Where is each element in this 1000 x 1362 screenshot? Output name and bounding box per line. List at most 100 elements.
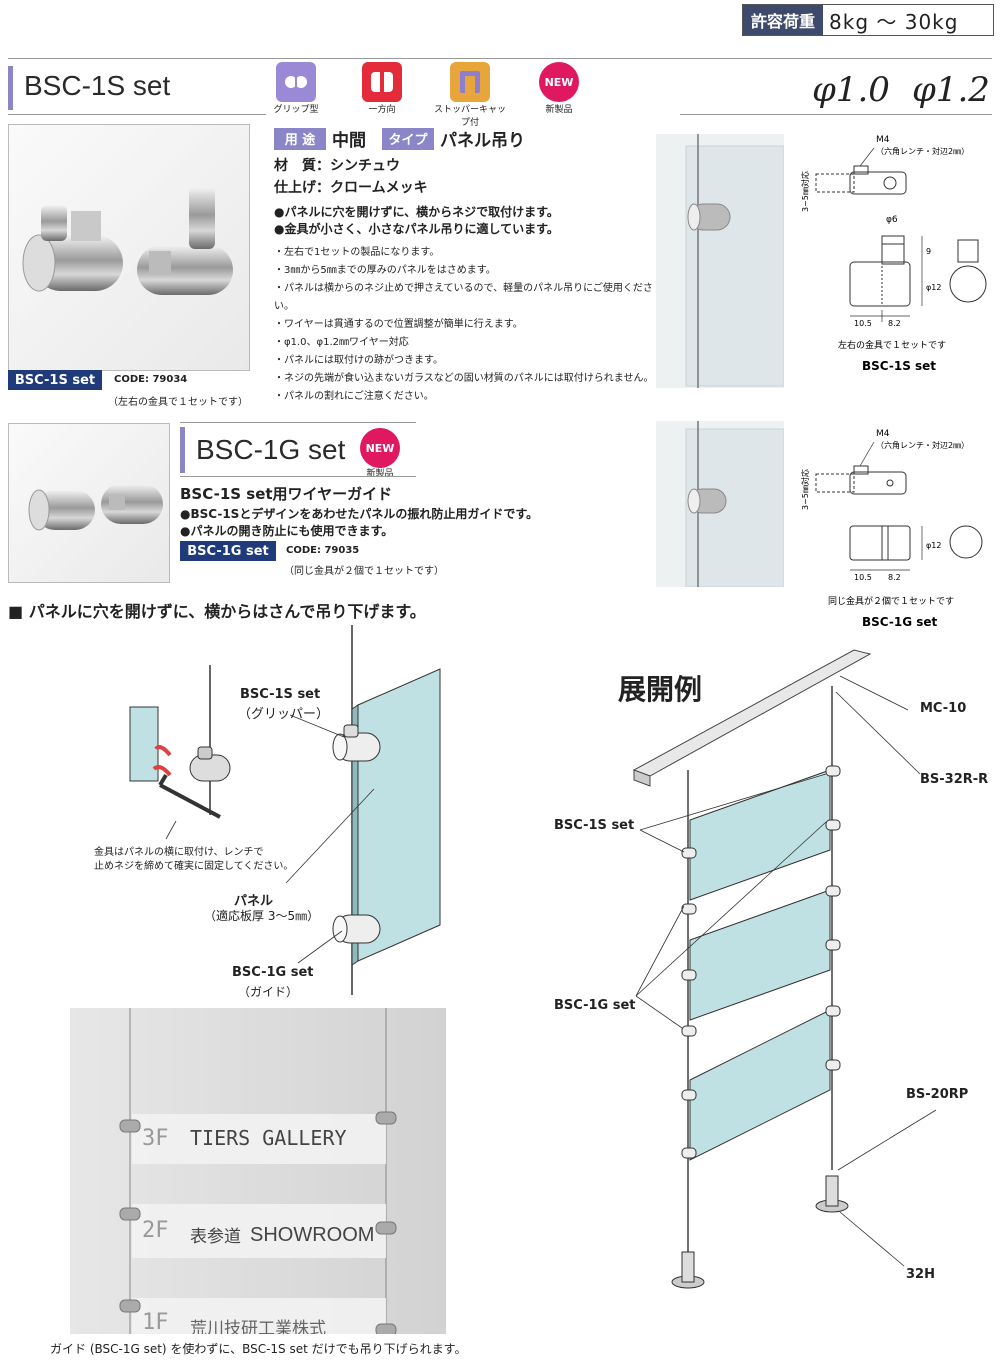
one-way-icon (362, 62, 402, 102)
wrench-label: （六角レンチ・対辺2㎜） (876, 440, 969, 450)
bsc-1g-overline (180, 422, 416, 423)
bsc-1s-product-tag: BSC-1S set (8, 370, 102, 390)
m4-label: M4 (876, 135, 890, 145)
bsc-1s-product-photo (8, 124, 250, 371)
bsc-1s-mounting-photo (656, 134, 785, 388)
bsc-1g-new-badge: NEW (360, 428, 400, 468)
top-divider (8, 58, 992, 59)
wrench-label: （六角レンチ・対辺2㎜） (876, 146, 969, 156)
diameter-1: φ1.0 (812, 70, 890, 110)
feature-bullet-1: ●パネルに穴を開けずに、横からネジで取付けます。 (274, 205, 559, 219)
new-product-icon-group: NEW 新製品 (526, 62, 596, 115)
stopper-cap-icon (450, 62, 490, 102)
sign-1-floor: 3F (142, 1126, 169, 1151)
diameter-underline (680, 114, 992, 115)
bsc-1g-underline (180, 476, 416, 477)
range-label: 3~5㎜対応 (800, 171, 810, 212)
bs-32r-r-label: BS-32R-R (920, 772, 989, 787)
drawing-caption-1: 左右の金具で１セットです (838, 339, 946, 351)
note-item: ・パネルの割れにご注意ください。 (274, 391, 434, 402)
photo-footer-caption: ガイド (BSC-1G set) を使わずに、BSC-1S set だけでも吊り… (50, 1342, 467, 1356)
bsc-1s-code: CODE: 79034 (114, 374, 188, 385)
32h-label: 32H (906, 1267, 935, 1282)
bsc-1g-bullet-1: ●BSC-1Sとデザインをあわせたパネルの振れ防止用ガイドです。 (180, 507, 539, 521)
bsc-1g-callout-sub: （ガイド） (238, 985, 299, 999)
bsc-1g-mounting-photo (656, 421, 785, 588)
load-capacity-value: 8kg 〜 30kg (829, 9, 959, 34)
drawing-caption-2: BSC-1G set (862, 615, 938, 629)
stopper-cap-icon-caption: ストッパーキャップ付 (433, 105, 506, 128)
dim-9-label: 9 (926, 247, 931, 256)
material-line: 材 質：シンチュウ (274, 158, 400, 174)
type-value: パネル吊り (440, 131, 525, 151)
drawing-caption-2: BSC-1S set (862, 359, 936, 373)
note-item: ・パネルには取付けの跡がつきます。 (274, 355, 443, 366)
type-label: タイプ (382, 127, 434, 150)
note-item: ・φ1.0、φ1.2㎜ワイヤー対応 (274, 337, 409, 348)
bsc-1g-callout: BSC-1G set (232, 965, 314, 980)
bsc-1g-title-bar (180, 427, 185, 473)
note-item: ・左右で1セットの製品になります。 (274, 247, 440, 258)
installation-diagram (90, 625, 470, 1005)
finish-line: 仕上げ：クロームメッキ (274, 180, 428, 196)
phi12-label: φ12 (926, 541, 941, 550)
bsc-1s-fittings-illustration (22, 187, 233, 295)
panel-callout: パネル (234, 894, 274, 909)
mc-10-label: MC-10 (920, 701, 967, 716)
installation-example-diagram (550, 640, 990, 1320)
note-item: ・パネルは横からのネジ止めで押さえているので、軽量のパネル吊りにご使用ください。 (274, 283, 653, 312)
mount-note-1: 金具はパネルの横に取付け、レンチで (94, 847, 264, 858)
notes-list: ・左右で1セットの製品になります。 ・3㎜から5㎜までの厚みのパネルをはさめます… (274, 244, 664, 406)
bsc-1g-technical-drawing: M4 （六角レンチ・対辺2㎜） 3~5㎜対応 φ12 10.5 8.2 同じ金具… (798, 420, 998, 635)
bsc-1s-title: BSC-1S set (24, 70, 171, 101)
grip-icon (276, 62, 316, 102)
panel-callout-sub: （適応板厚 3〜5㎜） (204, 909, 320, 923)
bsc-1g-set-note: （同じ金具が２個で１セットです） (284, 566, 444, 577)
m4-label: M4 (876, 429, 890, 439)
dim-105-label: 10.5 (854, 573, 872, 582)
grip-type-icon-group: グリップ型 (264, 62, 344, 115)
use-label: 用 途 (274, 127, 326, 150)
note-item: ・3㎜から5㎜までの厚みのパネルをはさめます。 (274, 265, 496, 276)
bsc-1g-product-tag: BSC-1G set (180, 541, 276, 561)
use-type-row: 用 途 中間 タイプ パネル吊り (274, 126, 525, 151)
feature-bullet-2: ●金具が小さく、小さなパネル吊りに適しています。 (274, 222, 559, 236)
load-capacity-box: 許容荷重 8kg 〜 30kg (742, 4, 994, 36)
bsc-1g-new-caption: 新製品 (366, 469, 394, 479)
example-title: 展開例 (618, 673, 703, 706)
sign-3-floor: 1F (142, 1310, 169, 1334)
title-accent-bar (8, 66, 13, 110)
bsc-1s-technical-drawing: M4 （六角レンチ・対辺2㎜） 3~5㎜対応 φ6 9 φ12 10.5 8.2… (798, 130, 998, 380)
one-way-icon-group: 一方向 (350, 62, 430, 115)
section-3-heading: ■ パネルに穴を開けずに、横からはさんで吊り下げます。 (8, 602, 426, 621)
range-label: 3~5㎜対応 (800, 469, 810, 510)
diameter-2: φ1.2 (912, 70, 990, 110)
dim-82-label: 8.2 (888, 573, 901, 582)
title-underline (8, 114, 266, 115)
grip-icon-caption: グリップ型 (273, 105, 319, 115)
example-bsc-1g-label: BSC-1G set (554, 998, 636, 1013)
sign-3-text: 荒川技研工業株式 (190, 1319, 326, 1334)
bsc-1s-set-note: （左右の金具で１セットです） (108, 397, 248, 408)
sign-2-floor: 2F (142, 1218, 169, 1243)
bsc-1s-callout: BSC-1S set (240, 687, 321, 702)
mount-note-2: 止めネジを締めて確実に固定してください。 (94, 861, 294, 872)
note-item: ・ワイヤーは貫通するので位置調整が簡単に行えます。 (274, 319, 523, 330)
use-value: 中間 (332, 131, 366, 151)
bsc-1s-callout-sub: （グリッパー） (238, 707, 330, 722)
bsc-1g-bullet-2: ●パネルの開き防止にも使用できます。 (180, 524, 394, 538)
stopper-cap-icon-group: ストッパーキャップ付 (434, 62, 518, 128)
dim-82-label: 8.2 (888, 319, 901, 328)
sign-2-text-jp: 表参道 (190, 1227, 241, 1247)
new-badge-icon: NEW (539, 62, 579, 102)
drawing-caption-1: 同じ金具が２個で１セットです (828, 595, 954, 607)
sign-2-text-en: SHOWROOM (250, 1224, 375, 1246)
bsc-1g-code: CODE: 79035 (286, 545, 360, 556)
note-item: ・ネジの先端が食い込まないガラスなどの固い材質のパネルには取付けられません。 (274, 373, 654, 384)
bsc-1g-title: BSC-1G set (196, 434, 346, 465)
new-badge-caption: 新製品 (545, 105, 573, 115)
sign-1-text: TIERS GALLERY (190, 1126, 347, 1150)
bsc-1g-fittings-illustration (28, 484, 163, 531)
example-bsc-1s-label: BSC-1S set (554, 818, 635, 833)
one-way-icon-caption: 一方向 (368, 105, 396, 115)
